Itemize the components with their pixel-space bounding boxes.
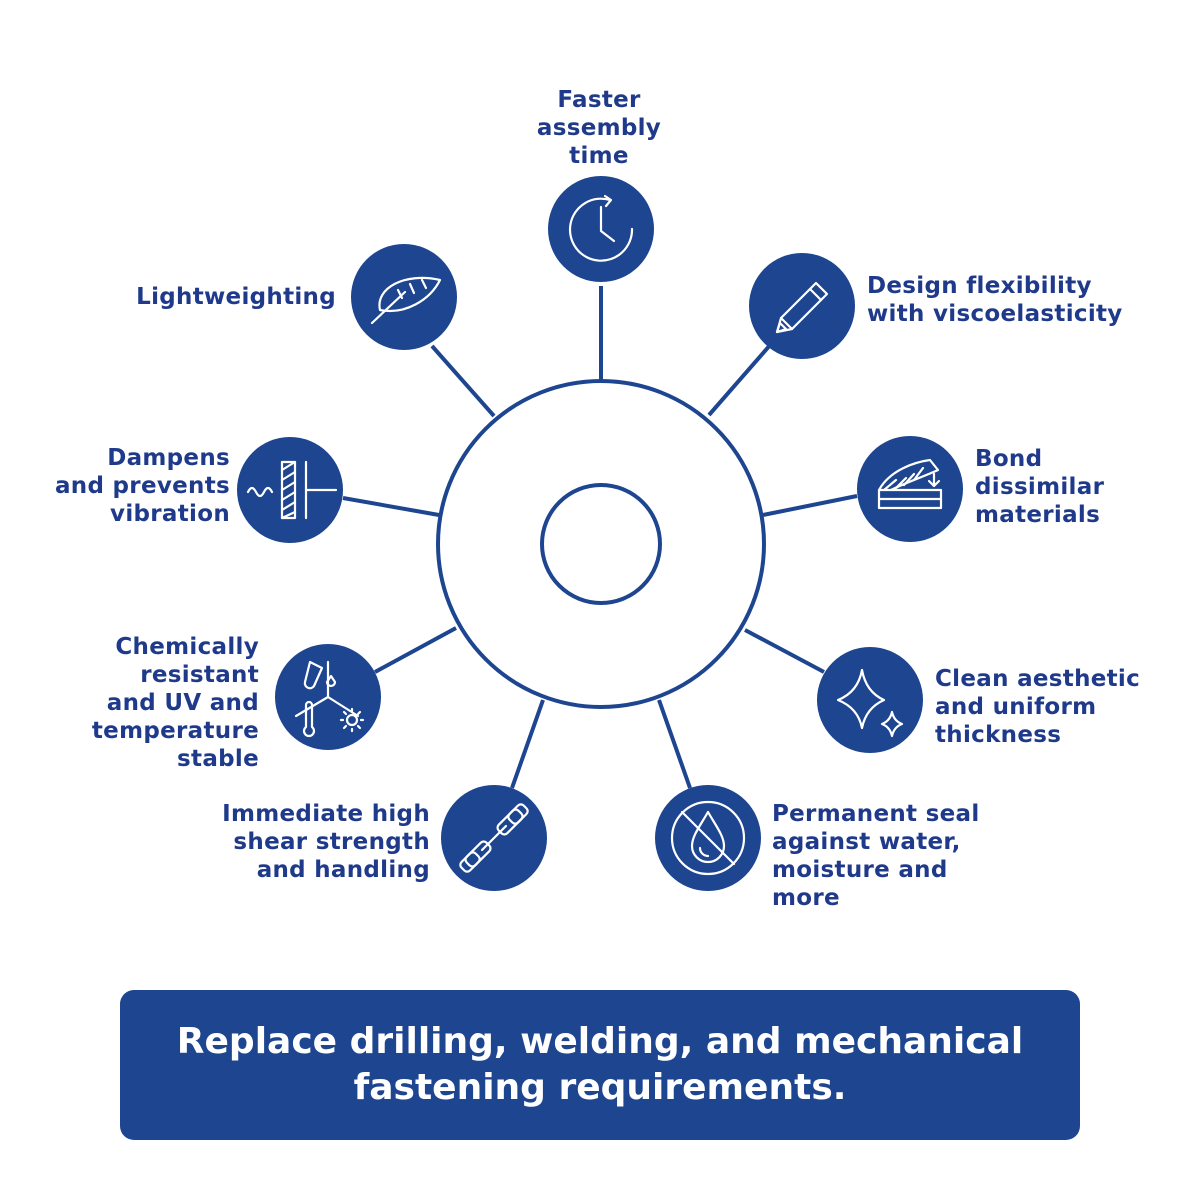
vibration-damper-icon	[246, 460, 338, 520]
connector-line	[510, 699, 545, 789]
feather-icon	[370, 276, 442, 325]
connector-line	[744, 628, 825, 674]
benefit-label-permanent-seal: Permanent seal against water, moisture a…	[772, 801, 980, 911]
connector-line	[707, 342, 773, 417]
banner-line: fastening requirements.	[353, 1067, 847, 1108]
benefit-label-faster-assembly: Faster assembly time	[536, 87, 662, 169]
clock-icon	[568, 194, 634, 262]
sparkle-icon	[836, 668, 904, 738]
no-water-drop-icon	[670, 800, 746, 876]
connector-line	[430, 344, 496, 418]
benefit-label-bond-dissimilar: Bond dissimilar materials	[975, 446, 1105, 528]
connector-line	[342, 496, 440, 517]
sparkle-icon-badge	[817, 647, 923, 753]
outer-ring	[436, 379, 766, 709]
benefit-label-design-flexibility: Design flexibility with viscoelasticity	[867, 273, 1123, 327]
connector-line	[374, 626, 457, 674]
summary-banner: Replace drilling, welding, and mechanica…	[120, 990, 1080, 1140]
benefit-label-lightweighting: Lightweighting	[136, 284, 336, 310]
connector-line	[762, 494, 858, 517]
pencil-icon	[775, 281, 829, 334]
benefit-label-chemically-resistant: Chemically resistant and UV and temperat…	[91, 634, 259, 772]
vibration-damper-icon-badge	[237, 437, 343, 543]
feather-icon-badge	[351, 244, 457, 350]
dumbbell-icon	[459, 803, 529, 873]
bond-layers-icon	[877, 458, 943, 510]
benefit-label-shear-strength: Immediate high shear strength and handli…	[222, 801, 430, 883]
connector-line	[657, 699, 692, 789]
banner-line: Replace drilling, welding, and mechanica…	[176, 1021, 1024, 1062]
benefit-label-dampens-vibration: Dampens and prevents vibration	[54, 445, 230, 527]
chemical-uv-temperature-icon	[294, 660, 365, 738]
benefit-label-clean-aesthetic: Clean aesthetic and uniform thickness	[935, 666, 1141, 748]
inner-ring	[540, 483, 662, 605]
pencil-icon-badge	[749, 253, 855, 359]
